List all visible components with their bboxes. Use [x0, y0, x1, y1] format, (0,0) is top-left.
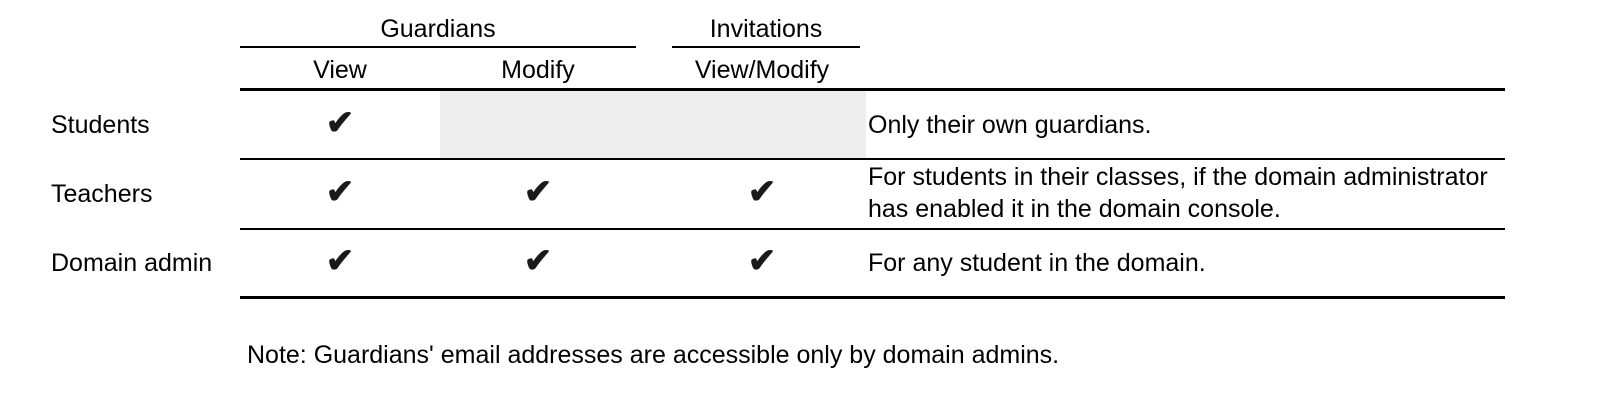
checkmark-icon-domain-admin-invitations-view-modify: ✔: [747, 242, 777, 280]
column-group-header-guardians: Guardians: [380, 15, 496, 43]
column-header-invitations-view-modify: View/Modify: [694, 56, 830, 84]
table-bottom-rule: [240, 296, 1505, 299]
disabled-cell-shading-students: [440, 91, 866, 158]
table-top-rule: [240, 88, 1505, 91]
table-row-label-teachers: Teachers: [51, 180, 153, 208]
checkmark-icon-domain-admin-guardians-modify: ✔: [523, 242, 553, 280]
table-row-label-students: Students: [51, 111, 150, 139]
column-header-guardians-view: View: [313, 56, 367, 84]
table-cell-description-students: Only their own guardians.: [868, 109, 1508, 141]
description-line: has enabled it in the domain console.: [868, 195, 1281, 223]
description-line: For students in their classes, if the do…: [868, 163, 1488, 191]
column-group-rule-invitations: [672, 46, 860, 48]
description-line: For any student in the domain.: [868, 249, 1206, 277]
table-row-rule-2: [240, 228, 1505, 230]
checkmark-icon-domain-admin-guardians-view: ✔: [325, 242, 355, 280]
checkmark-icon-teachers-guardians-modify: ✔: [523, 173, 553, 211]
column-group-rule-guardians: [240, 46, 636, 48]
table-cell-description-domain-admin: For any student in the domain.: [868, 247, 1508, 279]
table-row-rule-1: [240, 158, 1505, 160]
table-cell-description-teachers: For students in their classes, if the do…: [868, 161, 1508, 225]
column-header-guardians-modify: Modify: [501, 56, 575, 84]
checkmark-icon-students-guardians-view: ✔: [325, 104, 355, 142]
column-group-header-invitations: Invitations: [709, 15, 823, 43]
table-row-label-domain-admin: Domain admin: [51, 249, 213, 277]
description-line: Only their own guardians.: [868, 111, 1152, 139]
checkmark-icon-teachers-guardians-view: ✔: [325, 173, 355, 211]
checkmark-icon-teachers-invitations-view-modify: ✔: [747, 173, 777, 211]
table-footnote: Note: Guardians' email addresses are acc…: [247, 341, 1060, 369]
